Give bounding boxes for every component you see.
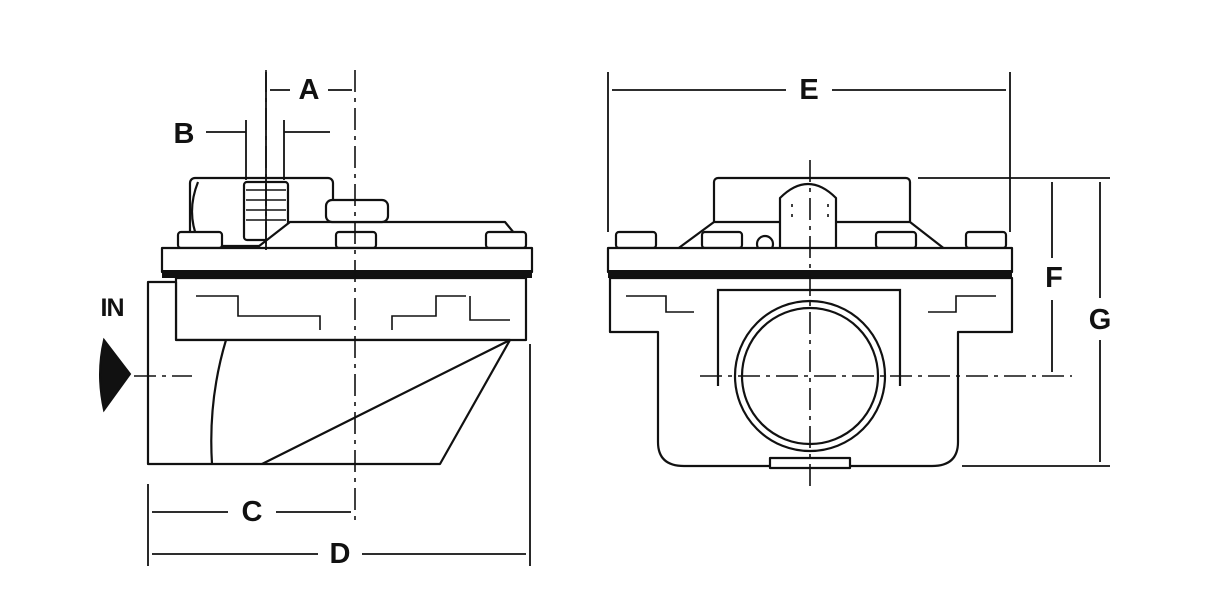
dimension-g-label: G <box>1089 304 1112 336</box>
dimension-d: D <box>152 344 531 570</box>
side-upper-flange <box>160 246 534 274</box>
dimension-g: G <box>962 177 1112 467</box>
end-pilot-cap <box>778 183 838 252</box>
side-flange-ribs <box>196 295 510 330</box>
side-bolt-1 <box>176 230 224 250</box>
side-outlet-diagonal <box>261 339 511 465</box>
end-port-bridge <box>716 288 902 386</box>
side-bolt-2 <box>334 230 378 250</box>
end-bolt-3 <box>874 230 918 250</box>
end-pilot-dots <box>791 204 829 217</box>
side-inlet-curve <box>210 339 228 465</box>
dimension-f-label: F <box>1045 262 1063 294</box>
dimension-c-label: C <box>242 496 263 528</box>
side-bolt-3 <box>484 230 528 250</box>
side-lower-flange <box>174 276 528 342</box>
dimension-a-label: A <box>299 74 320 106</box>
side-cover-boss <box>324 198 390 224</box>
end-bolt-1 <box>614 230 658 250</box>
end-bolt-4 <box>964 230 1008 250</box>
dimension-f: F <box>918 177 1074 372</box>
dimension-a: A <box>265 72 352 250</box>
inlet-arrow-icon <box>99 337 132 413</box>
end-bolt-2 <box>700 230 744 250</box>
dimension-c: C <box>147 484 351 566</box>
inlet-label: IN <box>101 294 124 322</box>
dimension-e: E <box>607 72 1011 232</box>
end-body-ribs <box>626 295 996 313</box>
end-view <box>606 160 1072 486</box>
side-gasket <box>162 270 532 278</box>
dimension-b: B <box>174 118 330 180</box>
dimension-b-label: B <box>174 118 195 150</box>
dimension-d-label: D <box>330 538 351 570</box>
dimension-e-label: E <box>799 74 818 106</box>
end-outlet-port-outer <box>733 299 887 453</box>
side-view: IN <box>99 70 534 520</box>
